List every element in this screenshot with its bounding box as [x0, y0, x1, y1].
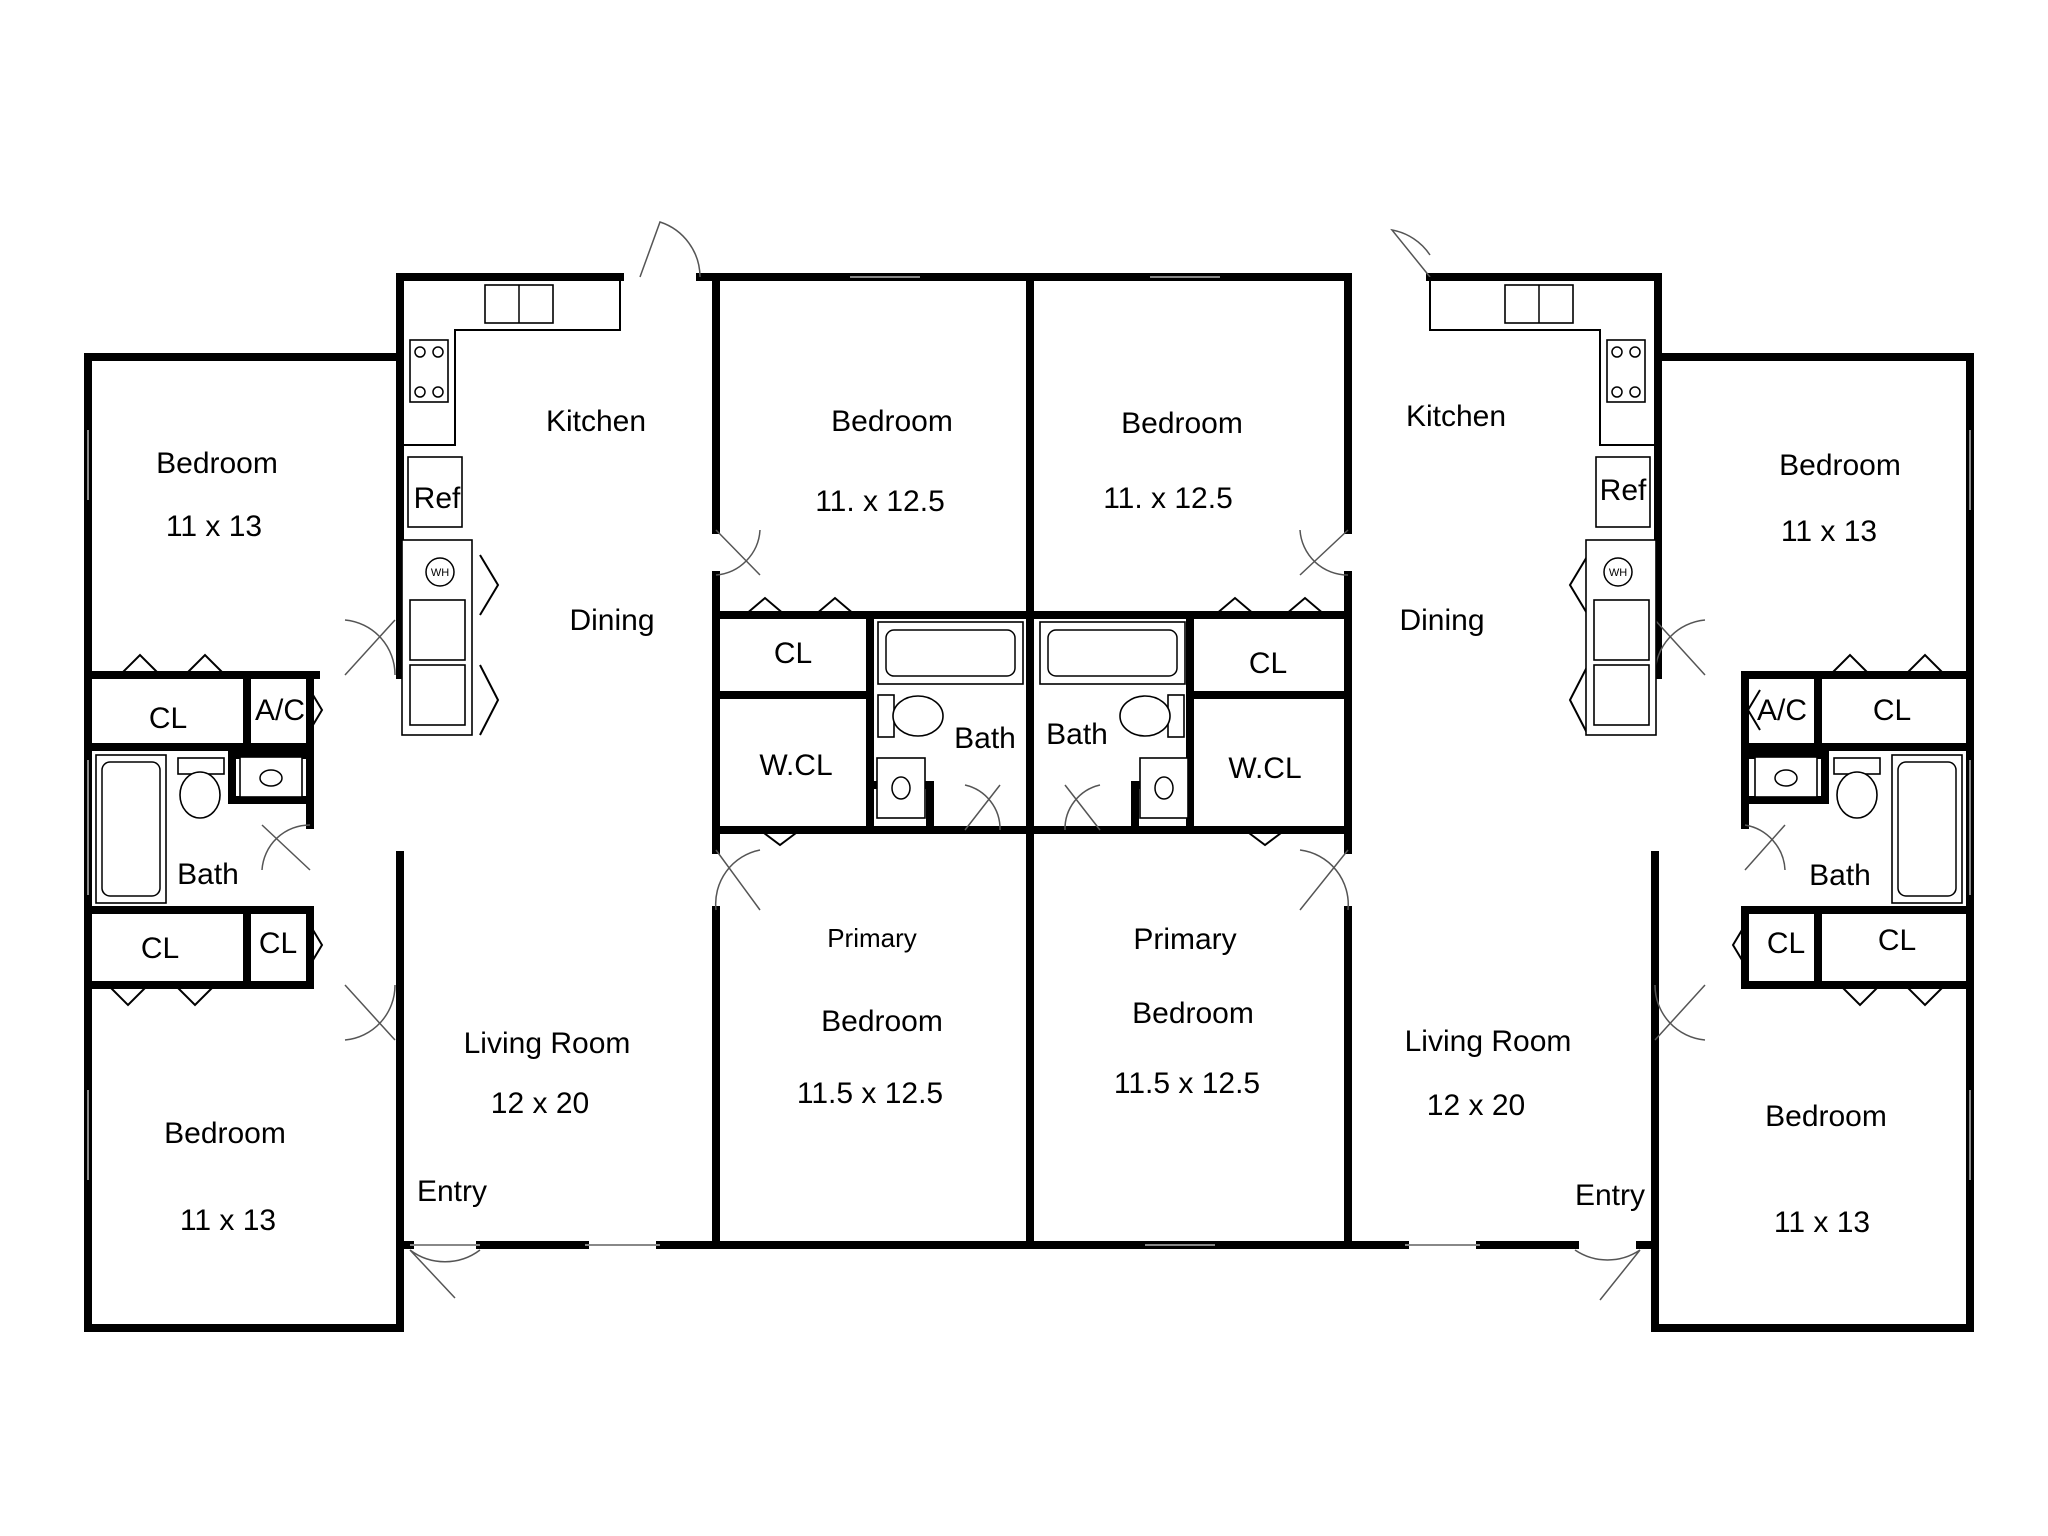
refrigerator-icon	[1595, 456, 1651, 528]
fixtures	[95, 277, 1963, 904]
room-size: 11. x 12.5	[1103, 482, 1233, 515]
room-label-bath: Bath	[1809, 859, 1871, 892]
water-heater-icon	[425, 557, 455, 587]
room-label-primary: Primary	[1133, 923, 1236, 956]
room-size: 12 x 20	[491, 1087, 589, 1120]
room-label-closet: CL	[774, 637, 812, 670]
room-label-living-room: Living Room	[464, 1027, 631, 1060]
vanity-sink-icon	[876, 757, 926, 819]
room-size: 11 x 13	[1781, 515, 1877, 548]
room-label-bedroom: Bedroom	[156, 447, 278, 480]
room-label-kitchen: Kitchen	[1406, 400, 1506, 433]
room-label-walk-in-closet: W.CL	[1228, 752, 1301, 785]
room-label-closet: CL	[1878, 924, 1916, 957]
refrigerator-icon	[407, 456, 463, 528]
label-water-heater: WH	[431, 567, 449, 579]
vanity-sink-icon	[1754, 756, 1818, 798]
labels-right-unit: Kitchen Dining Ref WH Bedroom 11 x 13 CL…	[1046, 400, 1916, 1239]
room-size: 11 x 13	[166, 510, 262, 543]
room-size: 11. x 12.5	[815, 485, 945, 518]
room-label-bath: Bath	[954, 722, 1016, 755]
toilet-tank-icon	[877, 694, 895, 738]
stove-icon	[409, 339, 449, 403]
room-label-entry: Entry	[1575, 1179, 1645, 1212]
room-label-closet: CL	[259, 927, 297, 960]
windows	[87, 276, 1971, 1246]
room-label-bath: Bath	[177, 858, 239, 891]
room-label-walk-in-closet: W.CL	[759, 749, 832, 782]
stove-icon	[1606, 339, 1646, 403]
room-label-bedroom: Bedroom	[164, 1117, 286, 1150]
room-label-bedroom: Bedroom	[1132, 997, 1254, 1030]
room-label-bedroom: Bedroom	[831, 405, 953, 438]
room-label-entry: Entry	[417, 1175, 487, 1208]
room-label-kitchen: Kitchen	[546, 405, 646, 438]
room-label-closet: CL	[149, 702, 187, 735]
room-label-bedroom: Bedroom	[1765, 1100, 1887, 1133]
bathtub-icon	[1039, 621, 1186, 685]
room-label-ac: A/C	[255, 694, 305, 727]
dryer-icon	[409, 664, 466, 726]
room-size: 11 x 13	[180, 1204, 276, 1237]
walls	[84, 273, 1974, 1332]
bathtub-icon	[95, 754, 167, 904]
vanity-sink-icon	[1139, 757, 1189, 819]
room-label-ref: Ref	[1600, 474, 1647, 507]
room-label-ac: A/C	[1757, 694, 1807, 727]
room-label-primary: Primary	[827, 923, 917, 953]
room-size: 11.5 x 12.5	[1114, 1067, 1260, 1100]
room-label-dining: Dining	[569, 604, 654, 637]
room-size: 12 x 20	[1427, 1089, 1525, 1122]
toilet-icon	[179, 771, 221, 819]
water-heater-icon	[1603, 557, 1633, 587]
room-size: 11 x 13	[1774, 1206, 1870, 1239]
washer-icon	[409, 599, 466, 661]
doors	[107, 221, 1946, 1301]
room-size: 11.5 x 12.5	[797, 1077, 943, 1110]
room-label-dining: Dining	[1399, 604, 1484, 637]
vanity-sink-icon	[239, 756, 303, 798]
room-label-closet: CL	[1249, 647, 1287, 680]
toilet-icon	[892, 695, 944, 737]
room-label-bedroom: Bedroom	[1121, 407, 1243, 440]
toilet-icon	[1836, 771, 1878, 819]
room-label-living-room: Living Room	[1405, 1025, 1572, 1058]
room-label-bedroom: Bedroom	[1779, 449, 1901, 482]
bathtub-icon	[1891, 754, 1963, 904]
washer-icon	[1593, 599, 1650, 661]
room-label-closet: CL	[1767, 927, 1805, 960]
label-water-heater: WH	[1609, 567, 1627, 579]
room-label-closet: CL	[141, 932, 179, 965]
bathtub-icon	[877, 621, 1024, 685]
room-label-ref: Ref	[414, 482, 461, 515]
room-label-bedroom: Bedroom	[821, 1005, 943, 1038]
labels-left-unit: Kitchen Dining Ref WH Bedroom 11 x 13 CL…	[141, 405, 1016, 1237]
room-label-bath: Bath	[1046, 718, 1108, 751]
dryer-icon	[1593, 664, 1650, 726]
toilet-icon	[1119, 695, 1171, 737]
room-label-closet: CL	[1873, 694, 1911, 727]
